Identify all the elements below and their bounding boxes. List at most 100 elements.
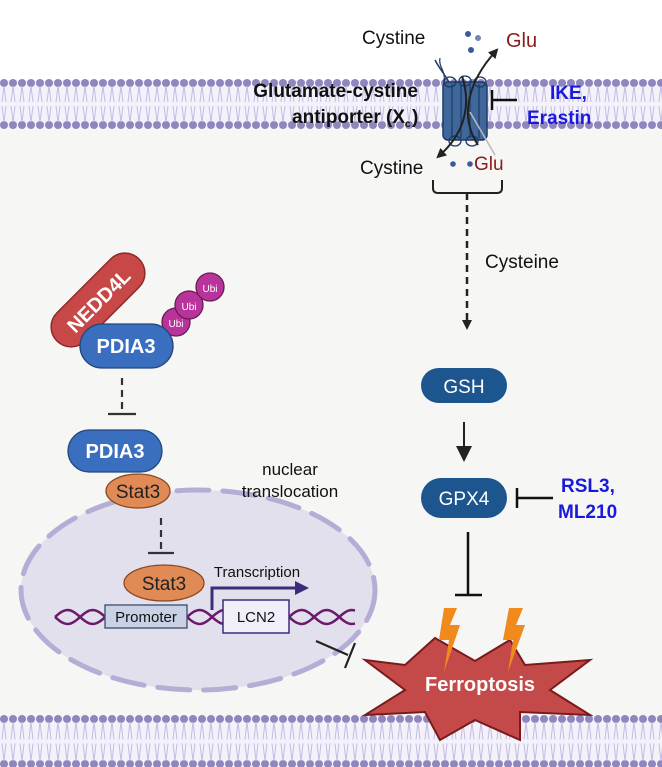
lipid-tail <box>154 743 160 762</box>
lipid-tail <box>325 721 331 740</box>
lipid-tail <box>298 721 304 740</box>
lipid-tail <box>199 85 205 103</box>
lipid-head <box>585 79 593 87</box>
lipid-tail <box>622 85 628 103</box>
lipid-tail <box>379 85 385 103</box>
lipid-head <box>99 760 107 767</box>
lipid-tail <box>523 721 529 740</box>
lipid-tail <box>478 743 484 762</box>
lipid-head <box>261 715 269 723</box>
lipid-tail <box>163 85 169 103</box>
lipid-head <box>495 121 503 129</box>
lipid-head <box>117 121 125 129</box>
lipid-tail <box>343 743 349 762</box>
lipid-head <box>99 79 107 87</box>
lipid-tail <box>658 85 662 103</box>
lipid-tail <box>532 743 538 762</box>
lipid-head <box>324 79 332 87</box>
lipid-tail <box>208 105 214 123</box>
gsh-node: GSH <box>421 368 507 403</box>
lipid-tail <box>253 105 259 123</box>
lipid-tail <box>415 743 421 762</box>
lipid-tail <box>37 743 43 762</box>
lipid-head <box>576 760 584 767</box>
lipid-head <box>639 715 647 723</box>
lipid-tail <box>19 743 25 762</box>
lipid-tail <box>91 85 97 103</box>
lipid-tail <box>622 105 628 123</box>
lipid-tail <box>280 105 286 123</box>
lipid-head <box>432 121 440 129</box>
lipid-head <box>549 715 557 723</box>
cystine-import-arrow <box>436 75 468 159</box>
lipid-tail <box>298 105 304 123</box>
lipid-head <box>27 760 35 767</box>
lipid-tail <box>163 721 169 740</box>
lipid-head <box>531 79 539 87</box>
lipid-tail <box>28 105 34 123</box>
lipid-tail <box>280 721 286 740</box>
lipid-head <box>144 715 152 723</box>
lipid-tail <box>28 743 34 762</box>
lipid-tail <box>82 743 88 762</box>
gpx4-inhibitors-line1: RSL3, <box>561 476 615 497</box>
lipid-tail <box>217 105 223 123</box>
lipid-head <box>522 760 530 767</box>
lipid-head <box>216 715 224 723</box>
lipid-head <box>378 715 386 723</box>
lipid-head <box>189 760 197 767</box>
lipid-head <box>558 715 566 723</box>
lipid-head <box>162 715 170 723</box>
lipid-head <box>81 79 89 87</box>
lipid-head <box>135 79 143 87</box>
lipid-head <box>234 760 242 767</box>
cystine-molecule <box>450 161 456 167</box>
lipid-head <box>558 79 566 87</box>
lipid-tail <box>523 743 529 762</box>
lipid-tail <box>91 105 97 123</box>
lipid-head <box>504 760 512 767</box>
lipid-tail <box>289 743 295 762</box>
lipid-head <box>108 715 116 723</box>
lipid-tail <box>127 105 133 123</box>
lipid-tail <box>262 743 268 762</box>
lipid-head <box>486 79 494 87</box>
lipid-head <box>423 760 431 767</box>
lipid-tail <box>73 85 79 103</box>
lipid-tail <box>343 105 349 123</box>
lipid-tail <box>46 743 52 762</box>
lipid-tail <box>181 721 187 740</box>
lipid-head <box>270 79 278 87</box>
lipid-head <box>9 121 17 129</box>
lipid-head <box>72 121 80 129</box>
transporter-name-line1: Glutamate-cystine <box>253 81 418 102</box>
lipid-head <box>27 121 35 129</box>
lipid-head <box>108 121 116 129</box>
cystine-molecule <box>468 47 474 53</box>
lipid-head <box>567 760 575 767</box>
lipid-head <box>189 121 197 129</box>
lipid-head <box>630 79 638 87</box>
lipid-head <box>333 121 341 129</box>
lipid-tail <box>559 85 565 103</box>
lipid-tail <box>631 721 637 740</box>
lipid-head <box>630 760 638 767</box>
stat3-nuclear-label: Stat3 <box>142 574 186 595</box>
membrane-band <box>0 716 662 767</box>
lipid-tail <box>64 743 70 762</box>
lipid-tail <box>136 721 142 740</box>
transporter-inhibitors-line1: IKE, <box>550 83 587 104</box>
lipid-head <box>540 715 548 723</box>
lipid-tail <box>586 743 592 762</box>
lipid-head <box>90 121 98 129</box>
ferroptosis-label: Ferroptosis <box>425 674 535 696</box>
lipid-tail <box>613 743 619 762</box>
lipid-head <box>585 121 593 129</box>
lipid-head <box>153 79 161 87</box>
lipid-tail <box>55 105 61 123</box>
lipid-tail <box>361 85 367 103</box>
lipid-head <box>288 760 296 767</box>
lipid-tail <box>289 85 295 103</box>
lipid-head <box>531 760 539 767</box>
lipid-head <box>405 715 413 723</box>
